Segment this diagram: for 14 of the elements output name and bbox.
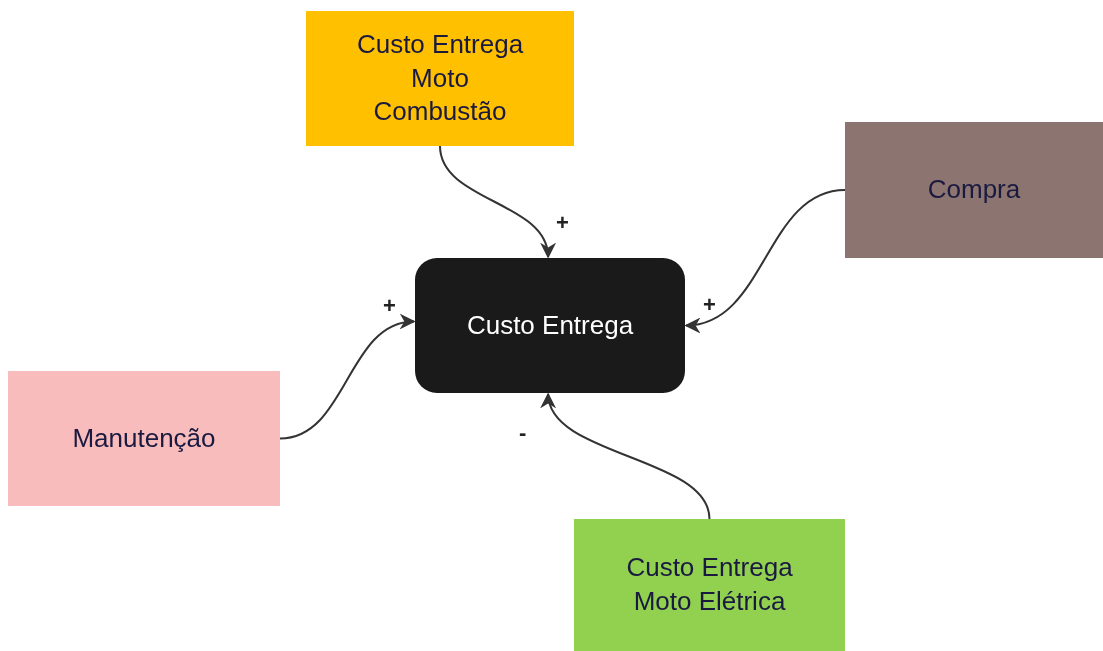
node-label: Custo Entrega xyxy=(466,308,634,342)
arrow xyxy=(279,315,416,440)
process-box xyxy=(845,122,1103,258)
process-box xyxy=(574,519,845,651)
process-box xyxy=(8,371,280,506)
arrow xyxy=(684,189,846,332)
node-label: Custo Entrega Moto Combustão xyxy=(355,27,525,129)
rounded-box xyxy=(415,258,685,393)
node-label: Manutenção xyxy=(72,421,216,455)
arrow xyxy=(543,392,711,520)
node-label: Compra xyxy=(927,173,1021,207)
arrow xyxy=(439,145,554,259)
node-label: Custo Entrega Moto Elétrica xyxy=(625,551,794,618)
process-box xyxy=(306,11,574,146)
